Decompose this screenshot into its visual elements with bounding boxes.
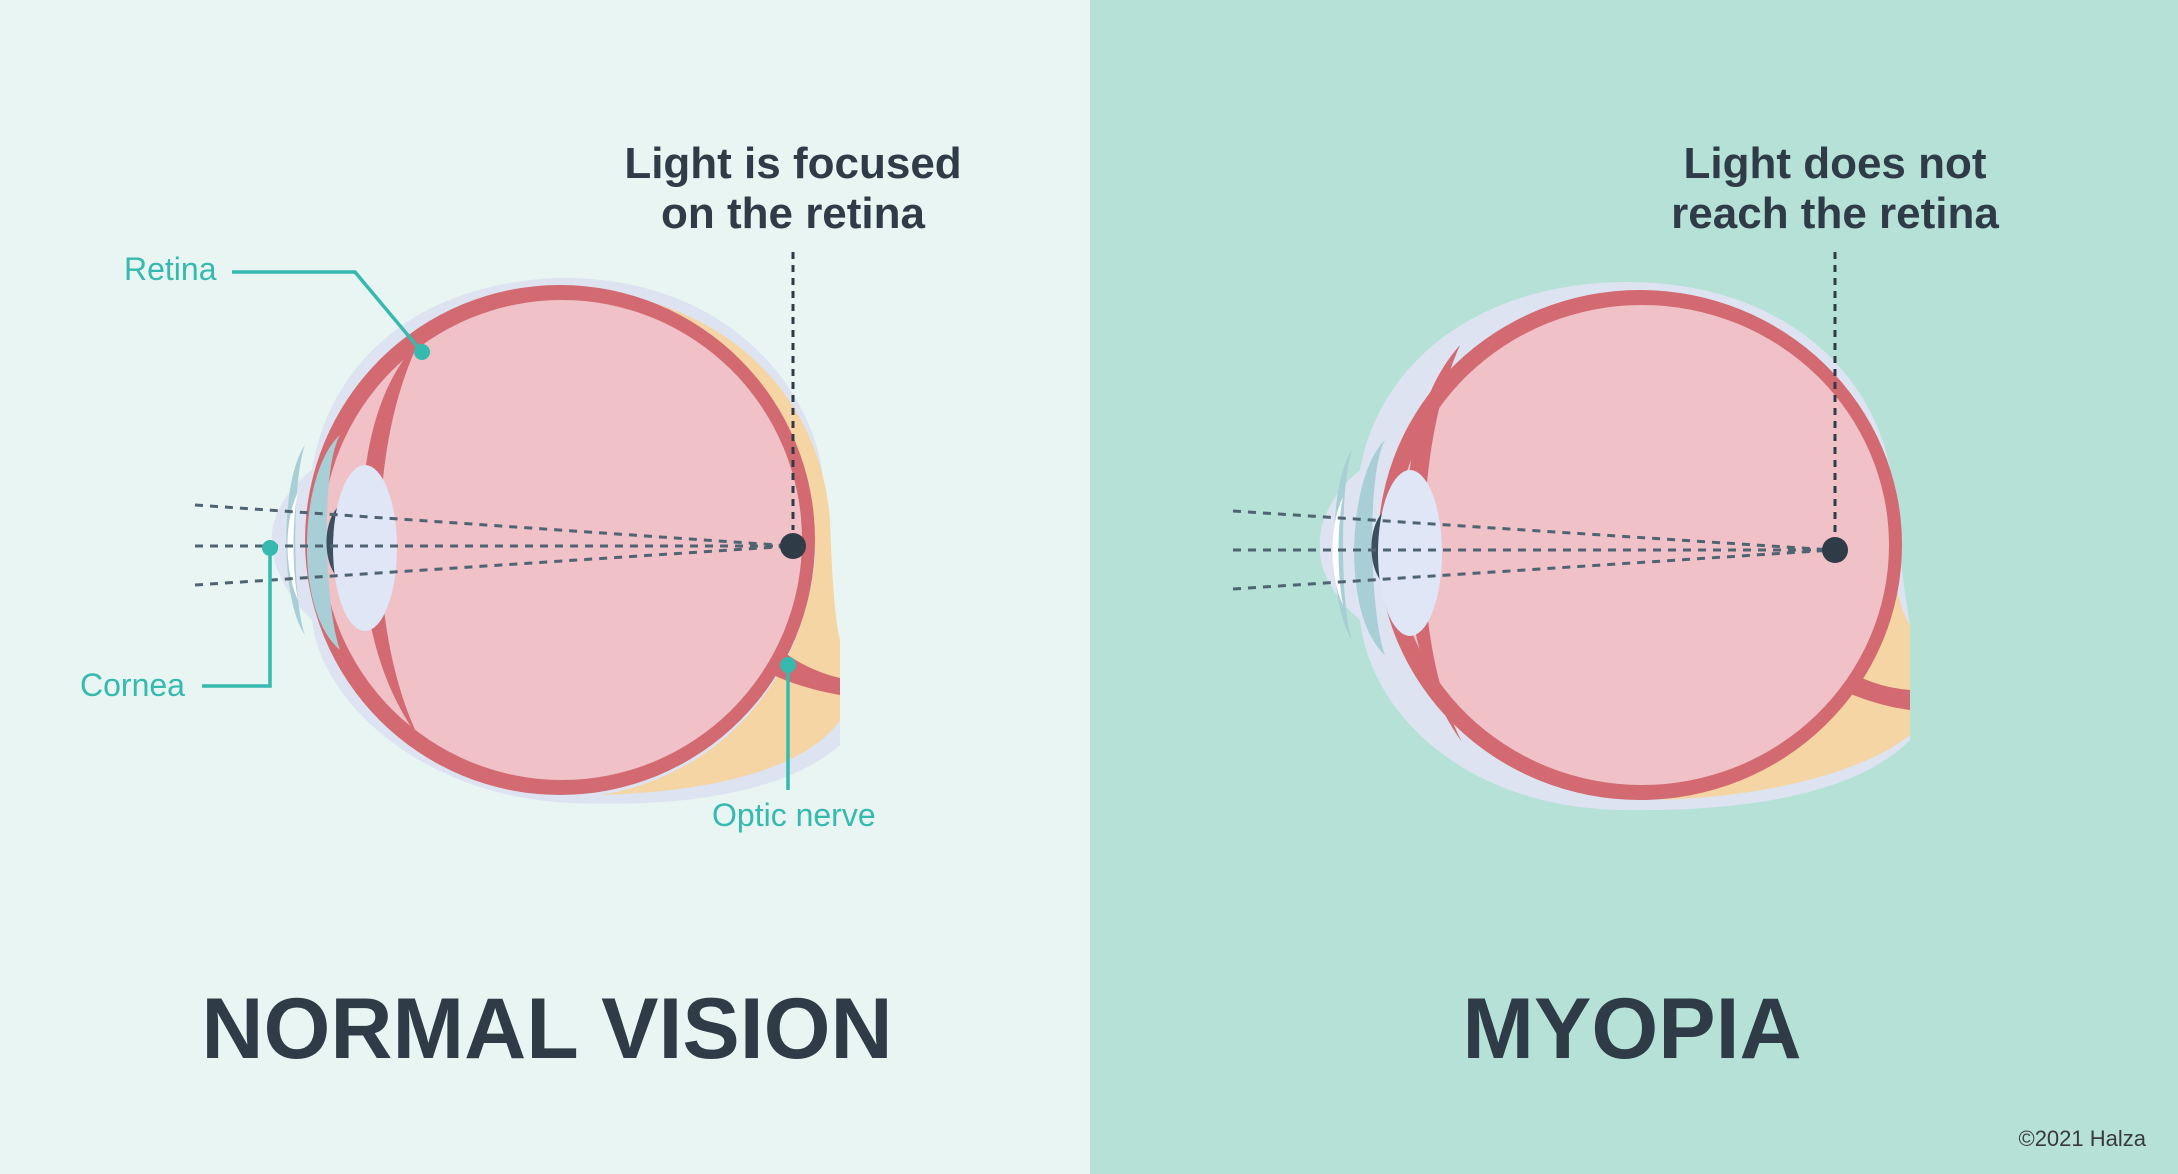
normal-cornea (306, 435, 340, 650)
normal-ciliary-body (361, 340, 420, 740)
myopia-heading: MYOPIA (1462, 981, 1801, 1077)
normal-ray-bottom (194, 544, 793, 587)
normal-callout-line2: on the retina (661, 189, 926, 238)
myopia-ray-top (1232, 509, 1833, 552)
retina-label: Retina (124, 251, 217, 287)
myopia-vitreous (1395, 305, 1889, 785)
normal-ray-top (194, 503, 793, 548)
myopia-ray-bottom (1232, 548, 1833, 591)
myopia-lens (1378, 470, 1442, 636)
normal-callout-line1: Light is focused (624, 139, 961, 188)
myopia-eye (1232, 252, 1910, 811)
retina-leader-line (232, 270, 424, 354)
myopia-focal-point (1822, 537, 1848, 563)
normal-focal-point (780, 533, 806, 559)
normal-eye (194, 252, 840, 804)
myopia-light-rays (1232, 509, 1833, 591)
myopia-ciliary-body (1405, 345, 1462, 742)
normal-light-rays (194, 503, 793, 587)
cornea-leader-line (202, 548, 272, 688)
normal-lens (333, 465, 397, 631)
optic-nerve-leader-dot (780, 657, 796, 673)
normal-cornea-front (286, 445, 305, 635)
cornea-leader-dot (262, 540, 278, 556)
copyright-text: ©2021 Halza (2018, 1126, 2146, 1151)
myopia-cornea (1354, 440, 1385, 655)
myopia-callout-line2: reach the retina (1671, 189, 1999, 238)
myopia-tear-film (1332, 497, 1343, 605)
myopia-callout-line1: Light does not (1683, 139, 1986, 188)
cornea-label: Cornea (80, 667, 185, 703)
normal-vision-heading: NORMAL VISION (201, 981, 892, 1077)
normal-vitreous (322, 300, 802, 780)
normal-label-leaders (202, 270, 790, 790)
optic-nerve-label: Optic nerve (712, 797, 876, 833)
retina-leader-dot (414, 344, 430, 360)
